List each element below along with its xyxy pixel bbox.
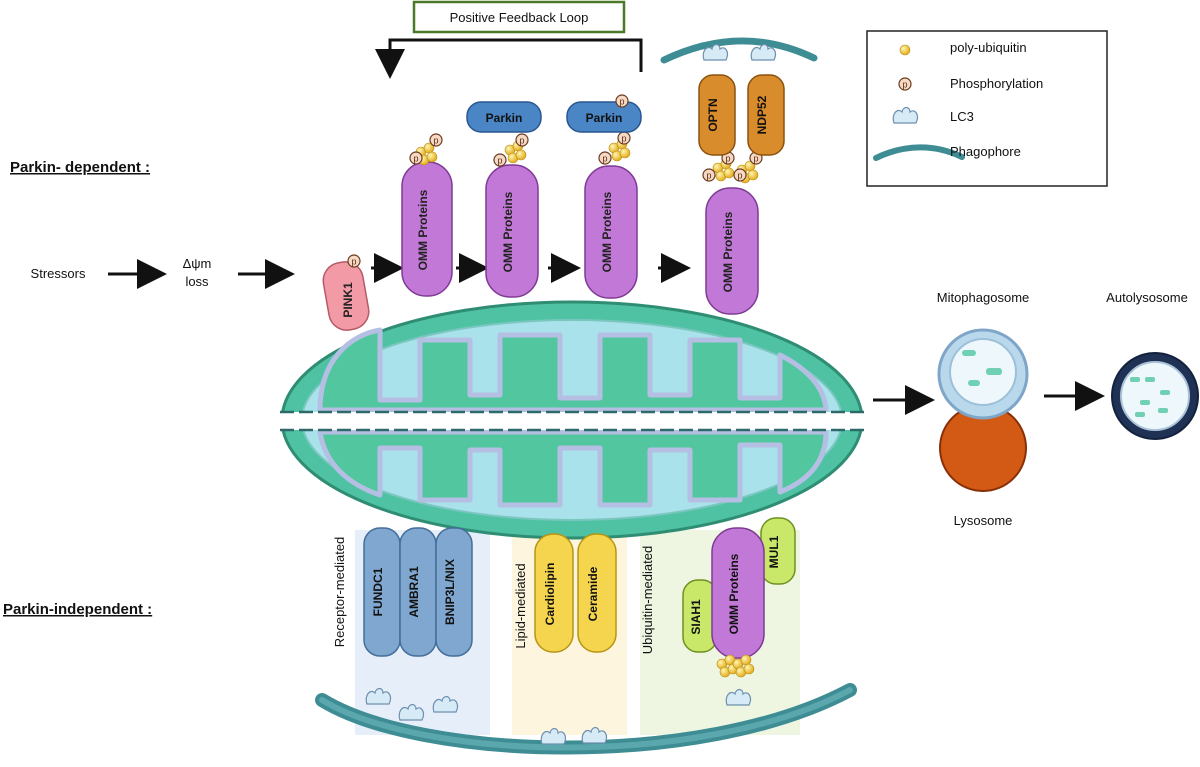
siah1-protein: SIAH1 (682, 579, 718, 653)
bnip3l-label: BNIP3L/NIX (443, 559, 457, 625)
top-phagophore (660, 37, 818, 64)
phagophore-icon (873, 144, 965, 161)
mul1-protein: MUL1 (760, 517, 796, 585)
lipid-mediated-label: Lipid-mediated (513, 563, 528, 648)
pink1-label: PINK1 (341, 282, 355, 318)
bnip3l-receptor: BNIP3L/NIX (435, 527, 473, 657)
omm-label-3: OMM Proteins (600, 191, 614, 272)
autolysosome (1111, 352, 1199, 440)
legend-lc3: LC3 (950, 109, 974, 124)
parkin-2: Parkin (566, 94, 642, 133)
mitochondrion (280, 300, 865, 540)
mul1-label: MUL1 (767, 535, 781, 568)
legend: poly-ubiquitin Phosphorylation LC3 Phago… (866, 30, 1108, 187)
parkin-dependent-heading: Parkin- dependent : (10, 159, 150, 176)
omm-independent-label: OMM Proteins (727, 553, 741, 634)
omm-label-1: OMM Proteins (416, 189, 430, 270)
autolysosome-label: Autolysosome (1106, 290, 1188, 305)
ambra1-receptor: AMBRA1 (399, 527, 437, 657)
omm-protein-3: OMM Proteins (584, 131, 638, 299)
receptor-mediated-label: Receptor-mediated (332, 537, 347, 648)
omm-label-4: OMM Proteins (721, 211, 735, 292)
parkin-label-1: Parkin (486, 111, 523, 125)
ndp52-protein: NDP52 (747, 74, 785, 156)
mitophagosome-label: Mitophagosome (937, 290, 1030, 305)
feedback-arrow (375, 38, 643, 79)
loss-label: loss (185, 274, 209, 289)
cardiolipin-label: Cardiolipin (543, 563, 557, 626)
ceramide-label: Ceramide (586, 566, 600, 621)
lysosome-label: Lysosome (954, 513, 1013, 528)
siah1-label: SIAH1 (689, 599, 703, 635)
ndp52-label: NDP52 (755, 95, 769, 134)
cardiolipin-lipid: Cardiolipin (534, 533, 574, 653)
omm-protein-independent: OMM Proteins (711, 527, 765, 678)
omm-label-2: OMM Proteins (501, 191, 515, 272)
mitophagosome (937, 328, 1029, 420)
optn-protein: OPTN (698, 74, 736, 156)
omm-protein-4: OMM Proteins (702, 151, 763, 315)
fundc1-label: FUNDC1 (371, 567, 385, 616)
parkin-independent-heading: Parkin-independent : (3, 601, 152, 618)
omm-protein-1: OMM Proteins (401, 133, 453, 297)
fundc1-receptor: FUNDC1 (363, 527, 401, 657)
omm-protein-2: OMM Proteins (485, 133, 539, 298)
legend-poly-ubiquitin: poly-ubiquitin (950, 40, 1027, 55)
phosphorylation-icon (898, 77, 912, 91)
delta-psi-label: Δψm (183, 256, 212, 271)
poly-ubiquitin-icon (899, 44, 911, 56)
parkin-label-2: Parkin (586, 111, 623, 125)
pink1-protein: PINK1 (322, 254, 370, 331)
optn-label: OPTN (706, 98, 720, 131)
legend-phosphorylation: Phosphorylation (950, 76, 1043, 91)
legend-phagophore: Phagophore (950, 144, 1021, 159)
feedback-loop-box (412, 0, 626, 34)
parkin-1: Parkin (466, 101, 542, 133)
ubiquitin-mediated-label: Ubiquitin-mediated (640, 546, 655, 654)
feedback-loop-label: Positive Feedback Loop (450, 10, 589, 25)
ambra1-label: AMBRA1 (407, 566, 421, 618)
ceramide-lipid: Ceramide (577, 533, 617, 653)
stressors-label: Stressors (31, 266, 86, 281)
